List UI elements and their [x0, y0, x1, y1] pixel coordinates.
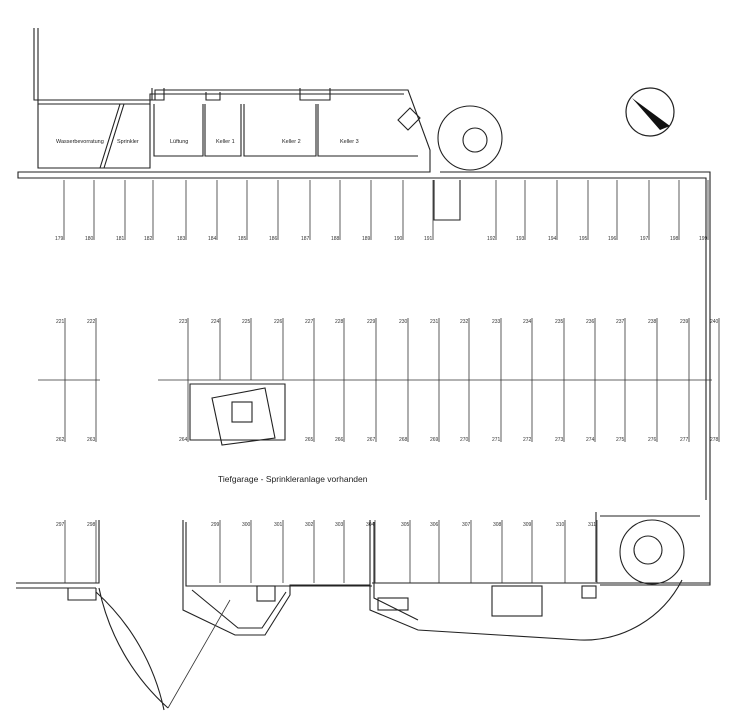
stall-number: 309 — [523, 522, 532, 528]
stall-number: 192 — [487, 236, 496, 242]
room-label-cellar-2: Keller 2 — [282, 139, 301, 145]
building-walls — [16, 28, 711, 711]
stall-number: 237 — [616, 319, 625, 325]
stall-number: 234 — [523, 319, 532, 325]
stall-number: 225 — [242, 319, 251, 325]
stall-number: 187 — [301, 236, 310, 242]
room-label-water: Wasserbevorratung — [56, 139, 104, 145]
stall-number: 270 — [460, 437, 469, 443]
stall-number: 179 — [55, 236, 64, 242]
stall-number: 235 — [555, 319, 564, 325]
stall-number: 277 — [680, 437, 689, 443]
stall-number: 276 — [648, 437, 657, 443]
stall-number: 197 — [640, 236, 649, 242]
stall-number: 268 — [399, 437, 408, 443]
stall-number: 307 — [462, 522, 471, 528]
stall-number: 308 — [493, 522, 502, 528]
stall-number: 199 — [699, 236, 708, 242]
stall-number: 232 — [460, 319, 469, 325]
stall-number: 229 — [367, 319, 376, 325]
stall-number: 230 — [399, 319, 408, 325]
stall-number: 227 — [305, 319, 314, 325]
parking-stalls: 179 180 181 182 183 184 185 186 187 188 189 190 191 1… — [55, 180, 720, 583]
stall-number: 239 — [680, 319, 689, 325]
stall-number: 183 — [177, 236, 186, 242]
north-arrow-icon — [625, 87, 675, 137]
stall-number: 236 — [586, 319, 595, 325]
stall-number: 196 — [608, 236, 617, 242]
stall-number: 297 — [56, 522, 65, 528]
stall-number: 222 — [87, 319, 96, 325]
stall-number: 303 — [335, 522, 344, 528]
stall-number: 240 — [710, 319, 719, 325]
stall-number: 310 — [556, 522, 565, 528]
stall-number: 193 — [516, 236, 525, 242]
stall-number: 180 — [85, 236, 94, 242]
stall-number: 305 — [401, 522, 410, 528]
garage-caption: Tiefgarage - Sprinkleranlage vorhanden — [218, 474, 368, 484]
stall-number: 231 — [430, 319, 439, 325]
stall-number: 238 — [648, 319, 657, 325]
stall-number: 195 — [579, 236, 588, 242]
room-label-ventilation: Lüftung — [170, 139, 188, 145]
stall-number: 298 — [87, 522, 96, 528]
stall-number: 275 — [616, 437, 625, 443]
stall-number: 226 — [274, 319, 283, 325]
stall-number: 264 — [179, 437, 188, 443]
stall-number: 278 — [710, 437, 719, 443]
stall-number: 198 — [670, 236, 679, 242]
stall-number: 269 — [430, 437, 439, 443]
stall-number: 223 — [179, 319, 188, 325]
stall-number: 233 — [492, 319, 501, 325]
stall-number: 271 — [492, 437, 501, 443]
stall-number: 262 — [56, 437, 65, 443]
stall-number: 184 — [208, 236, 217, 242]
stall-number: 191 — [424, 236, 433, 242]
stall-number: 190 — [394, 236, 403, 242]
room-labels: Wasserbevorratung Sprinkler Lüftung Kell… — [56, 139, 359, 145]
stall-number: 304 — [366, 522, 375, 528]
stall-number: 266 — [335, 437, 344, 443]
stall-number: 221 — [56, 319, 65, 325]
stall-number: 311 — [588, 522, 596, 528]
stall-number: 274 — [586, 437, 595, 443]
room-label-sprinkler: Sprinkler — [117, 139, 139, 145]
room-label-cellar-3: Keller 3 — [340, 139, 359, 145]
stall-number: 273 — [555, 437, 564, 443]
stall-number: 228 — [335, 319, 344, 325]
stall-number: 299 — [211, 522, 220, 528]
stall-number: 181 — [116, 236, 125, 242]
stall-number: 306 — [430, 522, 439, 528]
stall-number: 300 — [242, 522, 251, 528]
stall-number: 301 — [274, 522, 283, 528]
stall-number: 267 — [367, 437, 376, 443]
stall-number: 224 — [211, 319, 220, 325]
stall-number: 182 — [144, 236, 153, 242]
stall-number: 185 — [238, 236, 247, 242]
stall-number: 189 — [362, 236, 371, 242]
north-arrow — [625, 87, 675, 137]
stall-number: 302 — [305, 522, 314, 528]
room-label-cellar-1: Keller 1 — [216, 139, 235, 145]
stall-number: 265 — [305, 437, 314, 443]
stall-number: 188 — [331, 236, 340, 242]
stall-number: 194 — [548, 236, 557, 242]
north-arrow-needle — [632, 98, 670, 130]
stall-number: 272 — [523, 437, 532, 443]
stall-number: 186 — [269, 236, 278, 242]
stall-number: 263 — [87, 437, 96, 443]
